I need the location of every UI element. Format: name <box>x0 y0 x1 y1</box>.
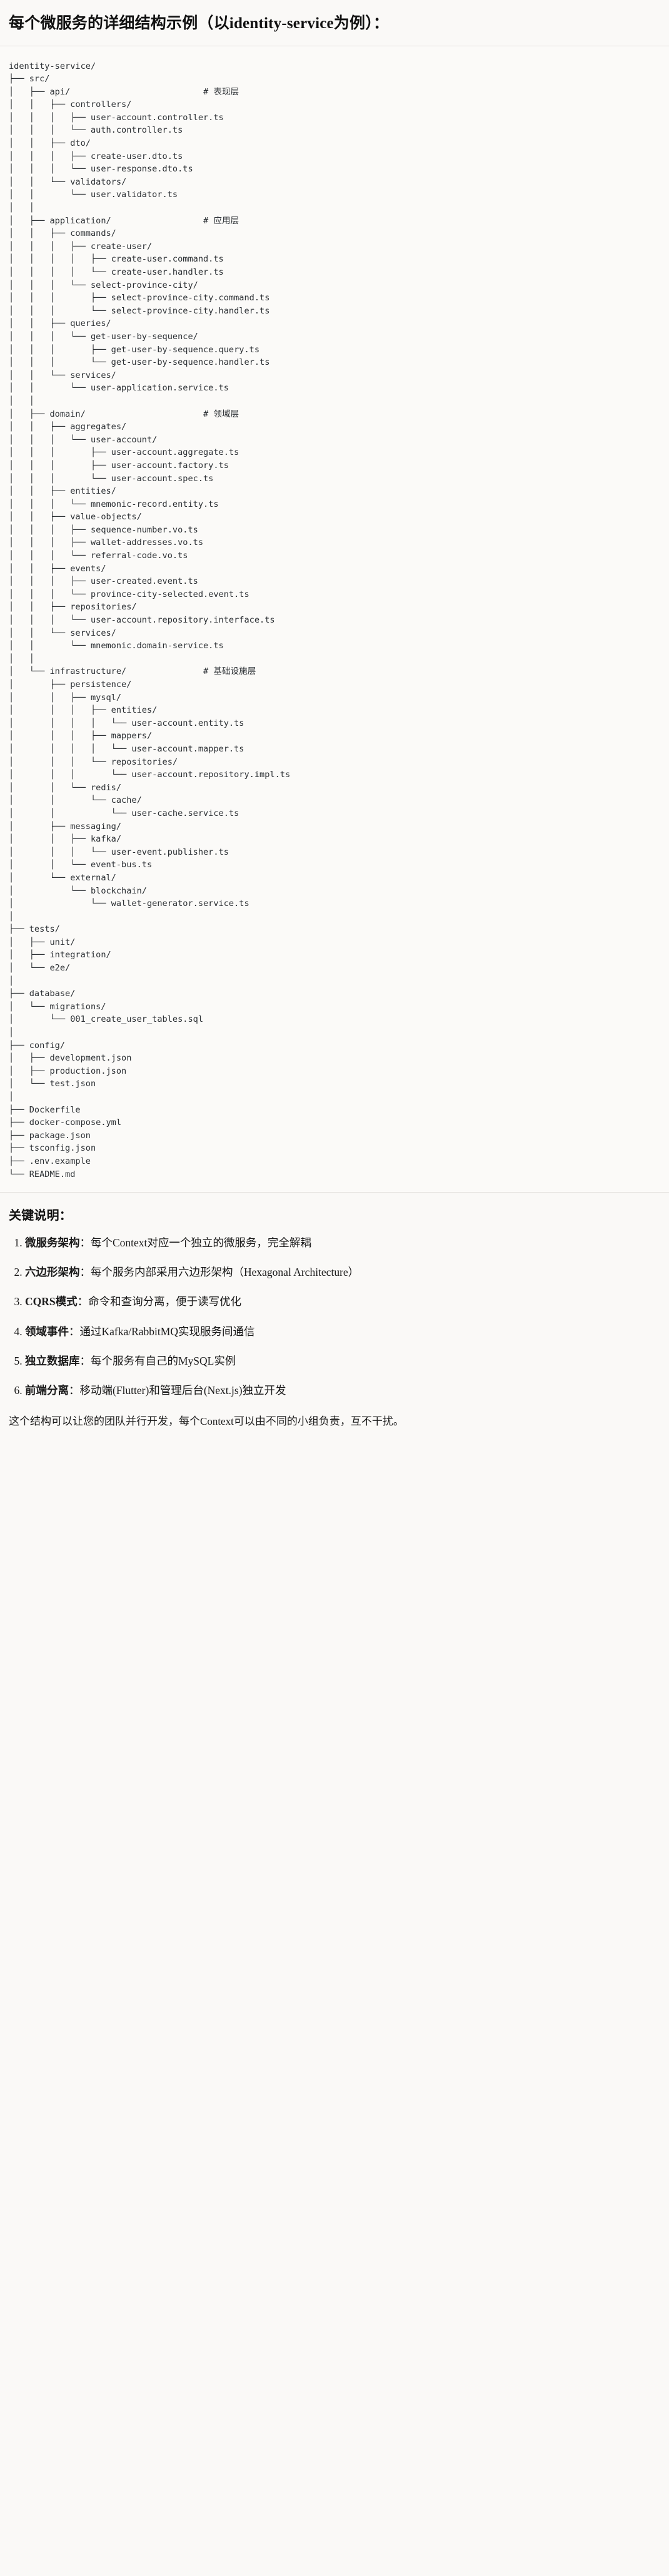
key-point-separator: ： <box>79 1236 91 1250</box>
key-point-description: 命令和查询分离，便于读写优化 <box>88 1295 242 1308</box>
key-point-name: CQRS模式 <box>25 1295 78 1308</box>
key-points-section: 关键说明： 微服务架构：每个Context对应一个独立的微服务，完全解耦 六边形… <box>0 1193 669 1446</box>
key-point-description: 通过Kafka/RabbitMQ实现服务间通信 <box>79 1325 255 1338</box>
key-point-separator: ： <box>69 1383 80 1397</box>
directory-tree: identity-service/ ├── src/ │ ├── api/ # … <box>9 61 291 1179</box>
divider-bottom <box>0 1192 669 1193</box>
key-point-separator: ： <box>79 1266 91 1279</box>
list-item: CQRS模式：命令和查询分离，便于读写优化 <box>25 1293 660 1310</box>
key-point-name: 前端分离 <box>25 1383 69 1397</box>
key-point-description: 移动端(Flutter)和管理后台(Next.js)独立开发 <box>79 1383 286 1397</box>
page-title: 每个微服务的详细结构示例（以identity-service为例）： <box>9 15 390 32</box>
key-points-list: 微服务架构：每个Context对应一个独立的微服务，完全解耦 六边形架构：每个服… <box>9 1235 660 1399</box>
key-point-name: 六边形架构 <box>25 1266 80 1279</box>
key-point-name: 微服务架构 <box>25 1236 80 1250</box>
list-item: 微服务架构：每个Context对应一个独立的微服务，完全解耦 <box>25 1235 660 1251</box>
key-point-separator: ： <box>69 1325 80 1338</box>
key-point-description: 每个服务内部采用六边形架构（Hexagonal Architecture） <box>91 1266 360 1279</box>
list-item: 前端分离：移动端(Flutter)和管理后台(Next.js)独立开发 <box>25 1382 660 1399</box>
directory-tree-block: identity-service/ ├── src/ │ ├── api/ # … <box>0 46 669 1193</box>
key-point-name: 独立数据库 <box>25 1354 80 1367</box>
key-point-description: 每个服务有自己的MySQL实例 <box>91 1354 236 1367</box>
list-item: 独立数据库：每个服务有自己的MySQL实例 <box>25 1353 660 1370</box>
closing-paragraph: 这个结构可以让您的团队并行开发，每个Context可以由不同的小组负责，互不干扰… <box>9 1415 404 1427</box>
key-points-heading: 关键说明： <box>9 1209 72 1223</box>
key-point-name: 领域事件 <box>25 1325 69 1338</box>
key-point-separator: ： <box>77 1295 89 1308</box>
list-item: 六边形架构：每个服务内部采用六边形架构（Hexagonal Architectu… <box>25 1264 660 1281</box>
key-point-separator: ： <box>79 1354 91 1367</box>
list-item: 领域事件：通过Kafka/RabbitMQ实现服务间通信 <box>25 1323 660 1340</box>
document-page: 每个微服务的详细结构示例（以identity-service为例）： ident… <box>0 0 669 1446</box>
key-point-description: 每个Context对应一个独立的微服务，完全解耦 <box>91 1236 311 1250</box>
